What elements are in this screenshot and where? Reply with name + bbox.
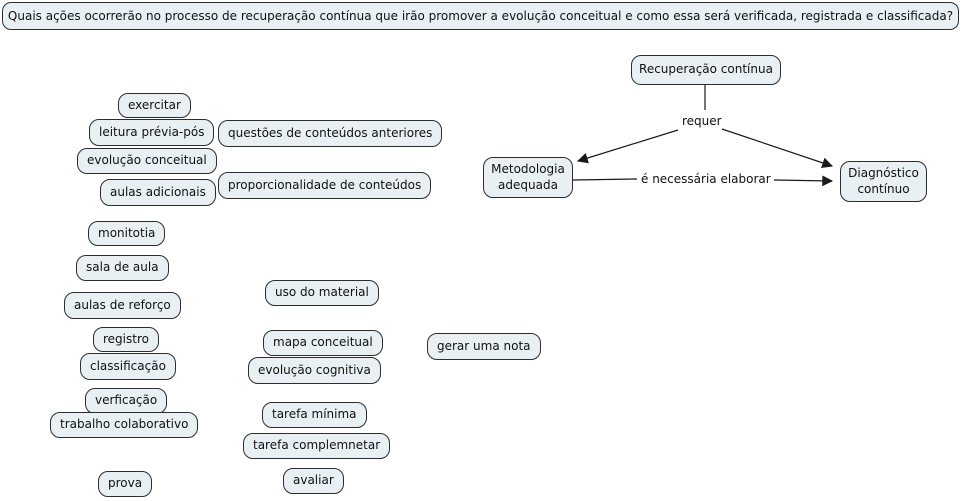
concept-node-diagnostico-continuo[interactable]: Diagnóstico contínuo (840, 161, 927, 202)
concept-node-trabalho-colaborativo[interactable]: trabalho colaborativo (50, 412, 199, 438)
concept-node-gerar-uma-nota[interactable]: gerar uma nota (427, 333, 541, 360)
concept-node-registro[interactable]: registro (93, 327, 159, 352)
concept-node-aulas-adicionais[interactable]: aulas adicionais (100, 179, 216, 206)
concept-node-questoes-de-conteudos-anteriores[interactable]: questões de conteúdos anteriores (218, 120, 443, 147)
concept-node-proporcionalidade-de-conteudos[interactable]: proporcionalidade de conteúdos (218, 172, 432, 199)
concept-node-tarefa-minima[interactable]: tarefa mínima (262, 402, 367, 428)
focus-question-banner[interactable]: Quais ações ocorrerão no processo de rec… (2, 2, 959, 30)
concept-node-recuperacao-continua[interactable]: Recuperação contínua (631, 55, 781, 85)
concept-node-aulas-de-reforco[interactable]: aulas de reforço (64, 292, 181, 319)
linking-phrase-requer[interactable]: requer (682, 114, 722, 128)
concept-node-exercitar[interactable]: exercitar (118, 93, 191, 118)
concept-node-avaliar[interactable]: avaliar (283, 468, 344, 494)
concept-node-classificacao[interactable]: classificação (80, 353, 176, 380)
concept-node-mapa-conceitual[interactable]: mapa conceitual (263, 330, 383, 356)
concept-node-sala-de-aula[interactable]: sala de aula (76, 255, 169, 281)
concept-node-uso-do-material[interactable]: uso do material (265, 280, 379, 306)
concept-node-evolucao-cognitiva[interactable]: evolução cognitiva (248, 357, 381, 384)
concept-node-verficacao[interactable]: verficação (85, 388, 168, 414)
concept-node-prova[interactable]: prova (98, 471, 153, 497)
concept-node-evolucao-conceitual[interactable]: evolução conceitual (77, 148, 217, 174)
concept-node-leitura-previa-pos[interactable]: leitura prévia-pós (89, 119, 215, 146)
concept-node-tarefa-complemnetar[interactable]: tarefa complemnetar (243, 433, 391, 459)
concept-node-metodologia-adequada[interactable]: Metodologia adequada (483, 157, 573, 198)
linking-phrase-e-necessaria-elaborar[interactable]: é necessária elaborar (641, 172, 771, 186)
concept-node-monitotia[interactable]: monitotia (88, 221, 166, 246)
